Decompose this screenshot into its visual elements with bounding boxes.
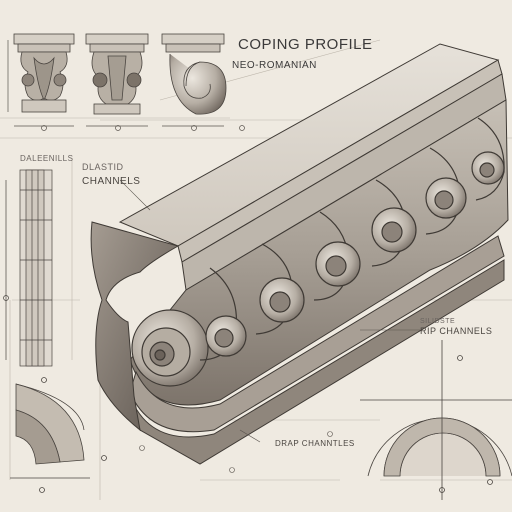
label-right-small: SILIDSTE (420, 318, 456, 325)
coping-molding (90, 43, 509, 465)
scroll-profile-detail (161, 33, 227, 115)
vertical-profile-strip (3, 169, 53, 367)
label-left-upper: DLASTID (82, 162, 124, 172)
drawing-title: COPING PROFILE (238, 36, 373, 53)
label-left-channels: CHANNELS (82, 176, 141, 187)
drawing-subtitle: NEO-ROMANIAN (232, 60, 317, 71)
label-rip-channels: RIP CHANNELS (420, 326, 493, 336)
label-left-small: DALEENILLS (20, 154, 74, 163)
arch-section-detail (360, 340, 512, 500)
scroll-ornaments (131, 117, 505, 387)
label-drap-channels: DRAP CHANNTLES (275, 439, 355, 448)
annotation-leaders (119, 179, 420, 473)
curved-section-detail (10, 377, 107, 493)
capital-detail-center (85, 33, 149, 115)
capital-detail-left (13, 33, 75, 113)
dimension-lines-top (7, 40, 245, 131)
